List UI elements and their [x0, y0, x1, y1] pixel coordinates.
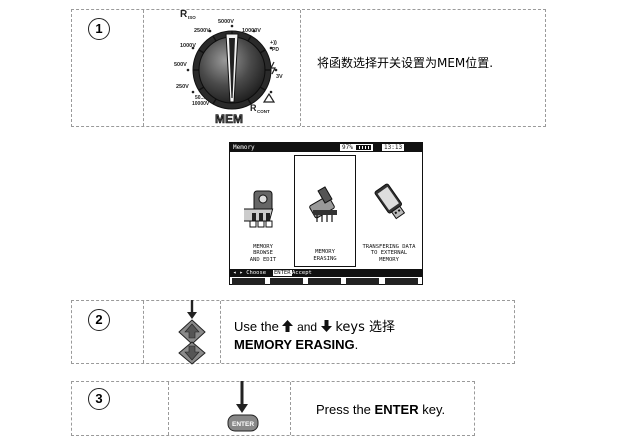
step-1-instruction: 将函数选择开关设置为MEM位置. — [317, 56, 494, 70]
screen-title-bar: Memory 97% 13:13 — [230, 143, 422, 152]
down-key-icon — [178, 341, 206, 365]
dial-label-10000v-bottom: 10000V — [192, 101, 210, 107]
dial-label-cont: +)) — [270, 40, 277, 46]
dial-label-r-cont-sub: CONT — [257, 109, 270, 114]
dial-label-cont-sub: PD — [272, 47, 279, 53]
dial-label-1000v: 1000V — [180, 43, 196, 49]
dial-label-10000v-top: 10000V — [242, 28, 261, 34]
up-down-keys-graphic — [178, 300, 206, 365]
softkey-2[interactable] — [270, 278, 303, 285]
step-1-box: 1 将函数选择开关设置为MEM位置. — [71, 9, 546, 127]
dial-label-50v: 50... — [195, 95, 205, 101]
dial-label-5000v: 5000V — [218, 19, 234, 25]
step-3-number: 3 — [88, 388, 110, 410]
lightning-icon — [270, 61, 276, 75]
usb-stick-icon — [374, 183, 406, 220]
dial-label-r-iso: R — [180, 9, 188, 20]
option-transfer-external-label: TRANSFERING DATA TO EXTERNAL MEMORY — [362, 243, 416, 263]
step-2-divider-right — [220, 301, 221, 363]
step-1-divider-right — [300, 10, 301, 126]
step-2-box: 2 Use the and keys 选择 MEMORY ERASING. — [71, 300, 515, 364]
enter-key-graphic: ENTER — [227, 381, 259, 432]
battery-icon — [356, 145, 372, 150]
option-memory-browse[interactable]: MEMORY BROWSE AND EDIT — [234, 155, 292, 267]
dial-label-r-iso-sub: ISO — [188, 15, 196, 20]
softkey-3[interactable] — [308, 278, 341, 285]
status-enter-key: ENTER — [273, 270, 292, 276]
status-choose: ◂ ▸ Choose — [233, 270, 267, 276]
step-2-divider-left — [143, 301, 144, 363]
memory-erasing-icon — [309, 186, 337, 222]
softkey-5[interactable] — [385, 278, 418, 285]
step-3-instruction: Press the ENTER key. — [316, 402, 446, 417]
step-3-divider-right — [290, 382, 291, 435]
status-accept: Accept — [292, 270, 312, 276]
dial-label-500v: 500V — [174, 62, 187, 68]
up-key-icon — [178, 319, 206, 345]
meter-memory-screen: Memory 97% 13:13 MEMORY BROWSE AND EDIT — [229, 142, 423, 285]
rotary-function-dial: R ISO 5000V 2500V 10000V 1000V +)) PD 50… — [174, 9, 283, 126]
step-1-number: 1 — [88, 18, 110, 40]
dial-label-3v: 3V — [276, 74, 283, 80]
battery-indicator: 97% — [340, 144, 374, 151]
dial-label-250v: 250V — [176, 84, 189, 90]
step-3-divider-left — [168, 382, 169, 435]
step-2-number: 2 — [88, 309, 110, 331]
option-memory-browse-label: MEMORY BROWSE AND EDIT — [249, 243, 277, 263]
enter-key-icon — [227, 414, 259, 432]
step-2-instruction: Use the and keys 选择 MEMORY ERASING. — [234, 319, 396, 352]
screen-title: Memory — [233, 144, 255, 151]
option-transfer-external[interactable]: TRANSFERING DATA TO EXTERNAL MEMORY — [358, 155, 420, 267]
screen-status-bar: ◂ ▸ Choose ENTER Accept — [230, 269, 422, 277]
step-3-box: 3 Press the ENTER key. — [71, 381, 475, 436]
step-1-divider-left — [143, 10, 144, 126]
dial-label-2500v: 2500V — [194, 28, 210, 34]
memory-browse-icon — [244, 190, 274, 228]
option-memory-erasing[interactable]: MEMORY ERASING — [294, 155, 356, 267]
screen-softkeys — [230, 278, 422, 285]
softkey-4[interactable] — [346, 278, 379, 285]
arrow-up-icon — [282, 320, 294, 332]
dial-label-r-cont: R — [250, 103, 257, 113]
warning-triangle-icon — [262, 92, 276, 103]
enter-key-label: ENTER — [232, 421, 254, 428]
dial-label-mem: MEM — [215, 112, 243, 126]
softkey-1[interactable] — [232, 278, 265, 285]
arrow-down-icon — [320, 320, 332, 332]
clock: 13:13 — [382, 144, 405, 151]
battery-percent: 97% — [342, 144, 353, 151]
option-memory-erasing-label: MEMORY ERASING — [313, 249, 337, 262]
